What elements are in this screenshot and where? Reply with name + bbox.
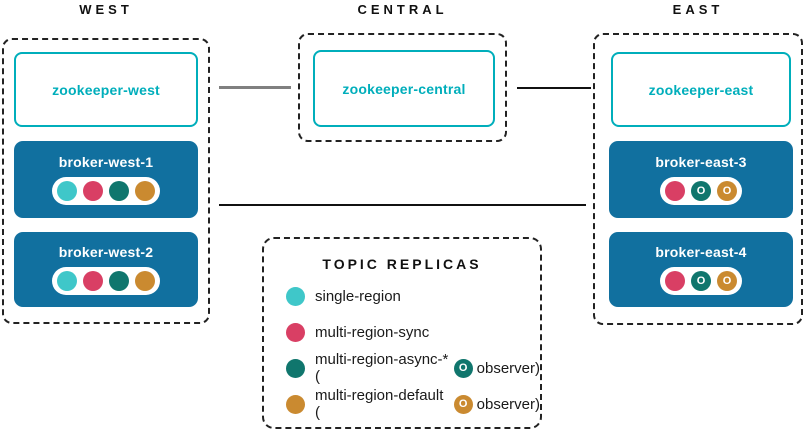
replica-pill <box>52 267 160 295</box>
replica-dot-multi-region-async <box>109 181 129 201</box>
replica-dot-single-region <box>57 181 77 201</box>
replica-dot-multi-region-async-observer: O <box>691 181 711 201</box>
connector-west-central <box>219 86 291 89</box>
replica-pill <box>52 177 160 205</box>
replica-dot-multi-region-sync <box>83 181 103 201</box>
replica-dot-multi-region-async <box>109 271 129 291</box>
legend-label-multi-region-sync: multi-region-sync <box>315 323 430 341</box>
zookeeper-east-label: zookeeper-east <box>648 81 754 98</box>
zookeeper-west-label: zookeeper-west <box>52 81 160 98</box>
replica-dot-multi-region-sync <box>665 181 685 201</box>
connector-central-east <box>517 87 591 89</box>
region-title-west: WEST <box>79 2 133 17</box>
legend-dot-multi-region-default <box>286 394 305 414</box>
replica-dot-multi-region-async-observer: O <box>691 271 711 291</box>
replica-dot-multi-region-sync <box>83 271 103 291</box>
legend-dot-multi-region-sync <box>286 322 305 342</box>
region-title-central: CENTRAL <box>357 2 448 17</box>
legend-label-single-region: single-region <box>315 287 401 305</box>
replica-dot-multi-region-default-observer: O <box>717 181 737 201</box>
replica-dot-multi-region-default <box>135 271 155 291</box>
region-box-east <box>593 33 803 325</box>
zookeeper-central-node: zookeeper-central <box>313 50 495 127</box>
region-box-west <box>2 38 210 324</box>
broker-east-4-label: broker-east-4 <box>655 244 747 260</box>
replica-dot-single-region <box>57 271 77 291</box>
broker-west-2-label: broker-west-2 <box>58 244 154 260</box>
connector-west-east-brokers <box>219 204 586 206</box>
legend-item-multi-region-sync: multi-region-sync <box>286 321 540 343</box>
legend-title: TOPIC REPLICAS <box>322 256 482 272</box>
zookeeper-central-label: zookeeper-central <box>342 80 466 97</box>
broker-east-3-label: broker-east-3 <box>655 154 747 170</box>
legend-dot-single-region <box>286 286 305 306</box>
legend-rows: single-region multi-region-sync multi-regi… <box>264 272 540 421</box>
broker-west-1-label: broker-west-1 <box>58 154 154 170</box>
replica-dot-multi-region-default <box>135 181 155 201</box>
broker-west-2-node: broker-west-2 <box>14 232 198 307</box>
observer-badge-multi-region-async: O <box>453 358 473 378</box>
region-box-central <box>298 33 507 142</box>
replica-dot-multi-region-sync <box>665 271 685 291</box>
observer-badge-multi-region-default: O <box>453 394 473 414</box>
broker-west-1-node: broker-west-1 <box>14 141 198 218</box>
replica-dot-multi-region-default-observer: O <box>717 271 737 291</box>
legend-topic-replicas: TOPIC REPLICAS single-region multi-region… <box>262 237 542 429</box>
zookeeper-east-node: zookeeper-east <box>611 52 791 127</box>
legend-item-single-region: single-region <box>286 285 540 307</box>
legend-dot-multi-region-async <box>286 358 305 378</box>
zookeeper-west-node: zookeeper-west <box>14 52 198 127</box>
region-title-east: EAST <box>672 2 724 17</box>
